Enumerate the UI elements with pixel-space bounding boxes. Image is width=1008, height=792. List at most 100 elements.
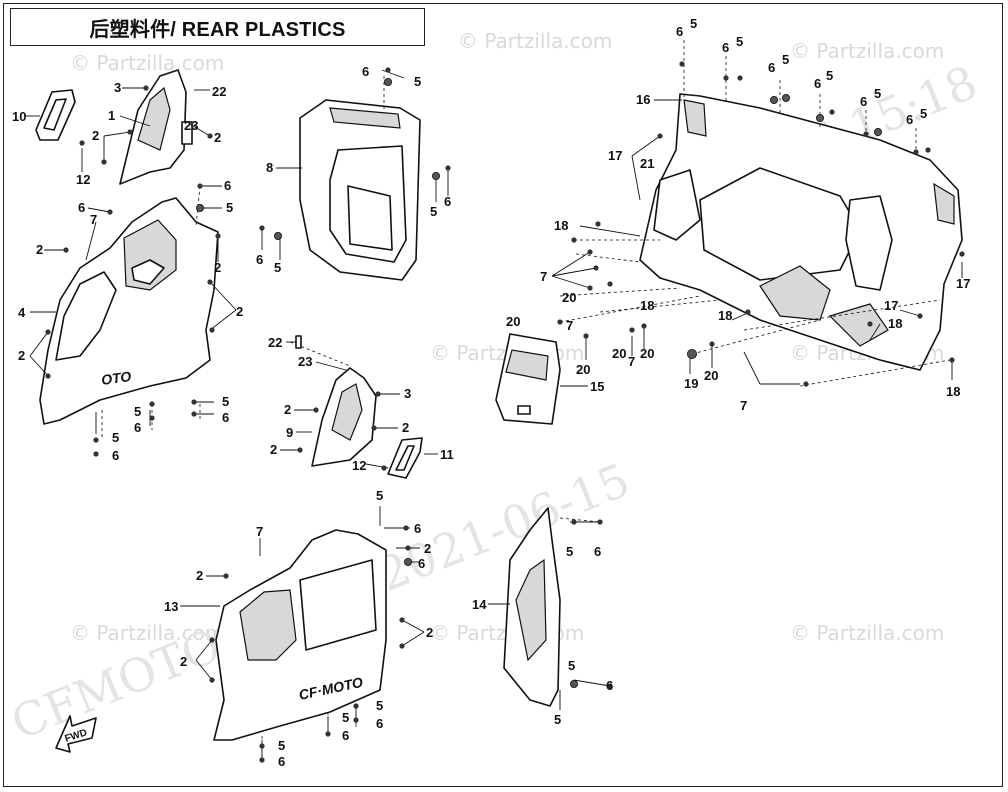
callout-6: 6 bbox=[594, 544, 601, 559]
callout-9: 9 bbox=[286, 425, 293, 440]
callout-17: 17 bbox=[884, 298, 898, 313]
callout-20: 20 bbox=[640, 346, 654, 361]
callout-6: 6 bbox=[342, 728, 349, 743]
callout-2: 2 bbox=[426, 625, 433, 640]
watermark-partzilla: © Partzilla.com bbox=[458, 29, 612, 53]
part-8-center-side-panel bbox=[299, 99, 421, 281]
callout-6: 6 bbox=[418, 556, 425, 571]
callout-16: 16 bbox=[636, 92, 650, 107]
callout-22: 22 bbox=[268, 335, 282, 350]
callout-labels: 10 3 1 2 12 22 23 2 6 5 2 2 6 7 2 4 2 5 … bbox=[12, 16, 970, 769]
callout-12: 12 bbox=[76, 172, 90, 187]
callout-3: 3 bbox=[114, 80, 121, 95]
callout-18: 18 bbox=[888, 316, 902, 331]
callout-19: 19 bbox=[684, 376, 698, 391]
part-14-vertical-panel bbox=[503, 507, 561, 707]
callout-2: 2 bbox=[214, 130, 221, 145]
callout-6: 6 bbox=[860, 94, 867, 109]
brand-mark-oto: OTO bbox=[100, 368, 132, 388]
fwd-arrow: FWD bbox=[55, 715, 97, 753]
watermark-partzilla: © Partzilla.com bbox=[790, 39, 944, 63]
callout-2: 2 bbox=[284, 402, 291, 417]
callout-23: 23 bbox=[298, 354, 312, 369]
callout-5: 5 bbox=[554, 712, 561, 727]
callout-6: 6 bbox=[362, 64, 369, 79]
part-16-rear-panel bbox=[639, 93, 963, 371]
part-4-left-side-panel: OTO bbox=[39, 197, 219, 425]
part-10-bracket bbox=[35, 89, 76, 141]
callout-20: 20 bbox=[612, 346, 626, 361]
callout-17: 17 bbox=[956, 276, 970, 291]
callout-2: 2 bbox=[270, 442, 277, 457]
callout-2: 2 bbox=[18, 348, 25, 363]
callout-6: 6 bbox=[814, 76, 821, 91]
callout-6: 6 bbox=[256, 252, 263, 267]
callout-7: 7 bbox=[566, 318, 573, 333]
callout-18: 18 bbox=[640, 298, 654, 313]
callout-5: 5 bbox=[826, 68, 833, 83]
callout-2: 2 bbox=[196, 568, 203, 583]
callout-5: 5 bbox=[376, 488, 383, 503]
watermark-partzilla: © Partzilla.com bbox=[70, 51, 224, 75]
callout-6: 6 bbox=[376, 716, 383, 731]
callout-5: 5 bbox=[414, 74, 421, 89]
callout-6: 6 bbox=[222, 410, 229, 425]
callout-6: 6 bbox=[414, 521, 421, 536]
callout-5: 5 bbox=[226, 200, 233, 215]
callout-20: 20 bbox=[562, 290, 576, 305]
callout-5: 5 bbox=[568, 658, 575, 673]
callout-17: 17 bbox=[608, 148, 622, 163]
callout-6: 6 bbox=[444, 194, 451, 209]
callout-5: 5 bbox=[278, 738, 285, 753]
callout-6: 6 bbox=[278, 754, 285, 769]
callout-20: 20 bbox=[704, 368, 718, 383]
callout-18: 18 bbox=[554, 218, 568, 233]
callout-5: 5 bbox=[566, 544, 573, 559]
callout-5: 5 bbox=[874, 86, 881, 101]
leader-lines bbox=[24, 69, 963, 760]
callout-18: 18 bbox=[718, 308, 732, 323]
callout-11: 11 bbox=[440, 447, 454, 462]
callout-2: 2 bbox=[180, 654, 187, 669]
diagram-frame bbox=[3, 3, 1003, 787]
callout-14: 14 bbox=[472, 597, 487, 612]
callout-12: 12 bbox=[352, 458, 366, 473]
fasteners bbox=[45, 61, 965, 763]
callout-1: 1 bbox=[108, 108, 115, 123]
callout-2: 2 bbox=[402, 420, 409, 435]
callout-7: 7 bbox=[256, 524, 263, 539]
callout-6: 6 bbox=[906, 112, 913, 127]
part-1-pillar-trim bbox=[119, 69, 193, 185]
callout-5: 5 bbox=[274, 260, 281, 275]
part-9-mid-pillar bbox=[311, 367, 377, 467]
callout-5: 5 bbox=[376, 698, 383, 713]
callout-2: 2 bbox=[36, 242, 43, 257]
callout-6: 6 bbox=[78, 200, 85, 215]
watermark-partzilla: © Partzilla.com bbox=[70, 621, 224, 645]
watermark-partzilla: © Partzilla.com bbox=[790, 621, 944, 645]
callout-15: 15 bbox=[590, 379, 604, 394]
callout-21: 21 bbox=[640, 156, 654, 171]
callout-8: 8 bbox=[266, 160, 273, 175]
callout-10: 10 bbox=[12, 109, 26, 124]
callout-5: 5 bbox=[782, 52, 789, 67]
callout-2: 2 bbox=[236, 304, 243, 319]
callout-5: 5 bbox=[920, 106, 927, 121]
assembly-lines bbox=[101, 40, 951, 762]
callout-5: 5 bbox=[112, 430, 119, 445]
title-box: 后塑料件/ REAR PLASTICS bbox=[10, 8, 425, 46]
callout-23: 23 bbox=[184, 118, 198, 133]
callout-18: 18 bbox=[946, 384, 960, 399]
callout-5: 5 bbox=[342, 710, 349, 725]
callout-6: 6 bbox=[224, 178, 231, 193]
callout-7: 7 bbox=[540, 269, 547, 284]
callout-6: 6 bbox=[112, 448, 119, 463]
callout-6: 6 bbox=[768, 60, 775, 75]
callout-20: 20 bbox=[576, 362, 590, 377]
callout-5: 5 bbox=[690, 16, 697, 31]
callout-6: 6 bbox=[676, 24, 683, 39]
callout-13: 13 bbox=[164, 599, 178, 614]
callout-6: 6 bbox=[134, 420, 141, 435]
callout-5: 5 bbox=[222, 394, 229, 409]
